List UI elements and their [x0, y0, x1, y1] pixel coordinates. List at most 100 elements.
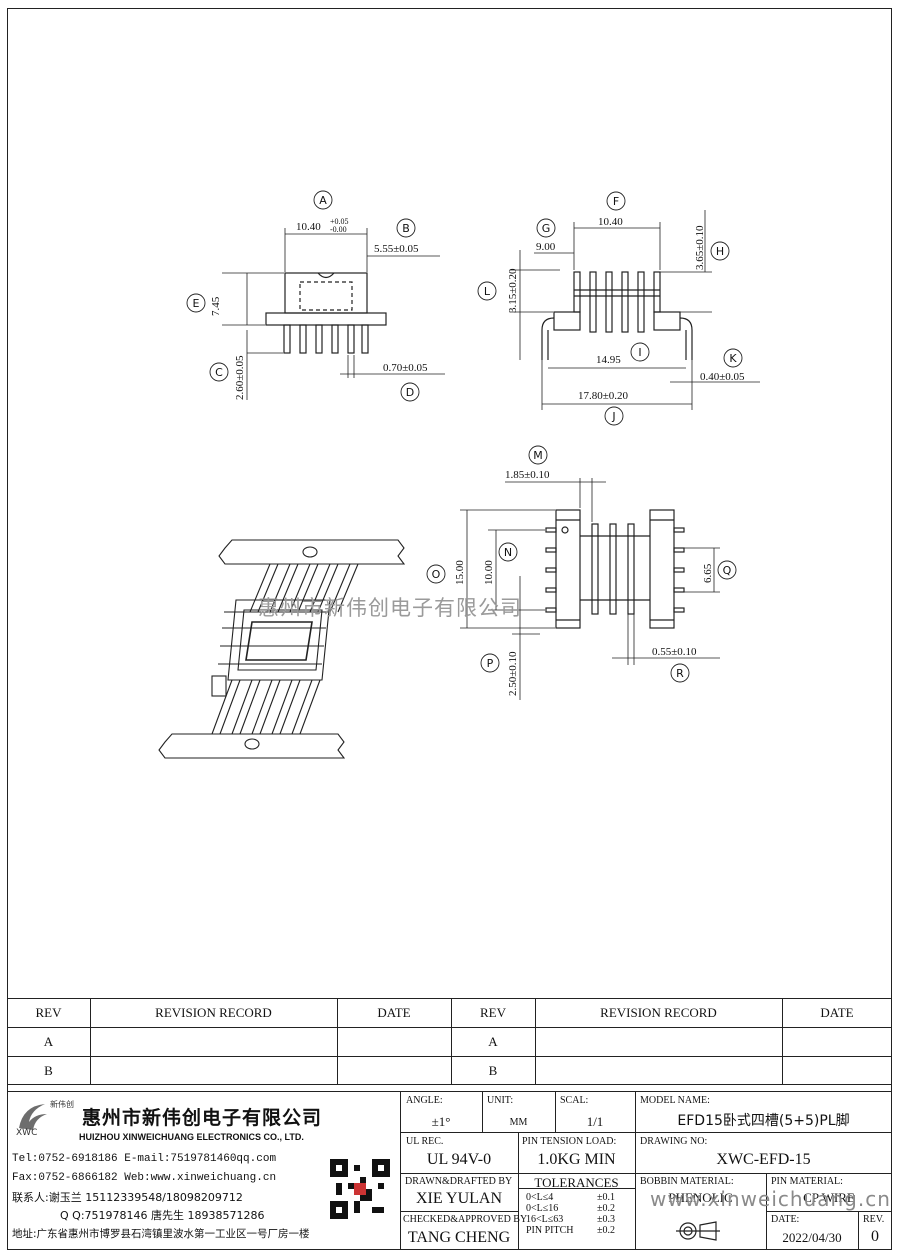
qq-line: Q Q:751978146 唐先生 18938571286 [60, 1209, 265, 1222]
scale-label: SCAL: [560, 1095, 589, 1106]
tolerances-label: TOLERANCES [534, 1175, 619, 1190]
dim-k-text: 0.40±0.05 [700, 371, 745, 383]
date-label: DATE: [771, 1214, 800, 1225]
dim-d-text: 0.70±0.05 [383, 362, 428, 374]
rev-row-a-left: A [43, 1034, 54, 1049]
isometric-view [158, 539, 406, 759]
tol-row-4-range: PIN PITCH [526, 1225, 574, 1236]
ul-rec-label: UL REC. [406, 1136, 444, 1147]
tol-row-4-value: ±0.2 [597, 1225, 615, 1236]
balloon-b: B [402, 222, 410, 235]
dim-p-text: 2.50±0.10 [507, 651, 519, 696]
bobbin-material-label: BOBBIN MATERIAL: [640, 1176, 734, 1187]
revision-record-header-right: REVISION RECORD [600, 1005, 717, 1020]
company-name-cn: 惠州市新伟创电子有限公司 [82, 1107, 323, 1129]
watermark-bottom: www.xinweichuang.cn [650, 1187, 891, 1211]
bottom-view [545, 509, 685, 629]
dim-c-text: 2.60±0.05 [234, 355, 246, 400]
logo-sub-text: XWC [16, 1128, 38, 1138]
tol-row-2-value: ±0.2 [597, 1203, 615, 1214]
balloon-k: K [729, 352, 737, 365]
dim-f-text: 10.40 [598, 216, 623, 228]
dim-h-text: 3.65±0.10 [694, 225, 706, 270]
company-name-en: HUIZHOU XINWEICHUANG ELECTRONICS CO., LT… [79, 1132, 304, 1142]
scale-value: 1/1 [586, 1114, 604, 1129]
technical-drawing: 10.40 +0.05 -0.00 5.55±0.05 7.45 2.60±0.… [158, 190, 760, 759]
balloon-g: G [542, 222, 551, 235]
balloon-q: Q [723, 564, 732, 577]
tel-line: Tel:0752-6918186 E-mail:7519781460qq.com [12, 1153, 277, 1165]
dim-j-text: 17.80±0.20 [578, 390, 629, 402]
date-header-left: DATE [377, 1005, 411, 1020]
tol-row-3-range: 16<L≤63 [526, 1214, 564, 1225]
ul-rec-value: UL 94V-0 [426, 1151, 492, 1168]
revision-record-header-left: REVISION RECORD [155, 1005, 272, 1020]
balloon-i: I [638, 346, 641, 359]
bottom-view-dims [460, 478, 720, 700]
balloon-l: L [484, 285, 491, 298]
date-value: 2022/04/30 [782, 1230, 842, 1245]
balloon-d: D [406, 386, 414, 399]
tol-row-1-range: 0<L≤4 [526, 1192, 554, 1203]
date-header-right: DATE [820, 1005, 854, 1020]
watermark-center: 惠州市新伟创电子有限公司 [258, 596, 522, 620]
logo-text: 新伟创 [50, 1100, 74, 1109]
tol-row-1-value: ±0.1 [597, 1192, 615, 1203]
rev-row-b-right: B [488, 1063, 498, 1078]
dim-q-text: 6.65 [702, 563, 714, 583]
angle-label: ANGLE: [406, 1095, 443, 1106]
address-line: 地址:广东省惠州市博罗县石湾镇里波水第一工业区一号厂房一楼 [12, 1228, 310, 1240]
side-view-pins [283, 324, 369, 354]
drawn-by-value: XIE YULAN [415, 1190, 503, 1207]
balloon-r: R [676, 667, 684, 680]
pin-tension-value: 1.0KG MIN [537, 1151, 616, 1168]
balloon-e: E [193, 297, 200, 310]
pin-material-value: CP WIRE [803, 1190, 855, 1205]
dim-a-tol-dn: -0.00 [330, 225, 347, 234]
balloon-p: P [487, 657, 494, 670]
checked-by-value: TANG CHENG [407, 1229, 511, 1246]
checked-by-label: CHECKED&APPROVED BY [403, 1214, 528, 1225]
rev-row-a-right: A [488, 1034, 498, 1049]
dim-l-text: 3.15±0.20 [507, 268, 519, 313]
rev-header-left: REV [35, 1005, 62, 1020]
side-view-balloons [186, 190, 420, 402]
dim-r-text: 0.55±0.10 [652, 646, 697, 658]
tol-row-2-range: 0<L≤16 [526, 1203, 559, 1214]
front-view-balloons [477, 191, 743, 426]
bobbin-material-value: PHENOLIC [668, 1190, 733, 1205]
company-logo-icon [19, 1104, 47, 1130]
angle-value: ±1° [431, 1114, 451, 1129]
balloon-h: H [716, 245, 724, 258]
balloon-j: J [611, 410, 615, 423]
front-view-dims [510, 210, 760, 410]
balloon-n: N [504, 546, 512, 559]
drawing-no-label: DRAWING NO: [640, 1136, 708, 1147]
front-view [541, 271, 693, 360]
bottom-view-pins-right [673, 527, 685, 613]
dim-b-text: 5.55±0.05 [374, 243, 419, 255]
side-view [265, 272, 387, 354]
side-view-dims [222, 228, 445, 400]
drawing-frame [7, 8, 892, 1250]
unit-label: UNIT: [487, 1095, 514, 1106]
dim-o-text: 15.00 [454, 560, 466, 585]
model-name-label: MODEL NAME: [640, 1095, 710, 1106]
tol-row-3-value: ±0.3 [597, 1214, 615, 1225]
drawing-no-value: XWC-EFD-15 [716, 1151, 811, 1168]
rev-row-b-left: B [44, 1063, 53, 1078]
balloon-f: F [613, 195, 619, 208]
bottom-view-pins-left [545, 527, 557, 613]
unit-value: MM [509, 1117, 528, 1128]
projection-symbol-icon [676, 1221, 720, 1241]
dim-e-text: 7.45 [210, 296, 222, 316]
drawn-by-label: DRAWN&DRAFTED BY [405, 1176, 513, 1187]
contact-line: 联系人:谢玉兰 15112339548/18098209712 [12, 1191, 243, 1204]
pin-tension-label: PIN TENSION LOAD: [522, 1136, 617, 1147]
model-name-value: EFD15卧式四槽(5+5)PL脚 [677, 1113, 850, 1129]
pin-material-label: PIN MATERIAL: [771, 1176, 843, 1187]
dim-g-text: 9.00 [536, 241, 556, 253]
balloon-o: O [432, 568, 441, 581]
dim-m-text: 1.85±0.10 [505, 469, 550, 481]
balloon-m: M [533, 449, 543, 462]
